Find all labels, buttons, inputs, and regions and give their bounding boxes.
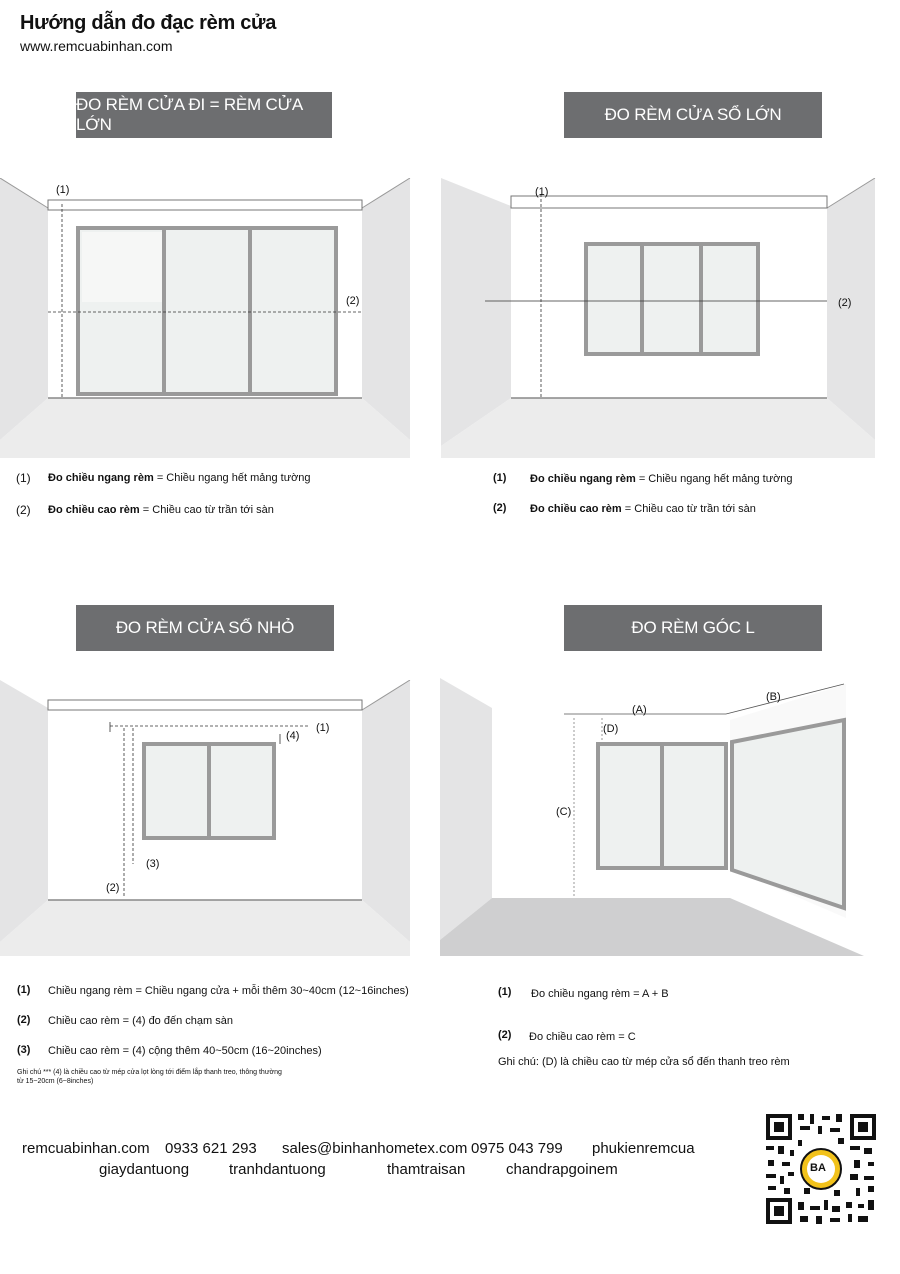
caption-text: Đo chiều ngang rèm = A + B [531,988,669,1000]
caption-bold: Đo chiều cao rèm [48,504,140,516]
footer-link[interactable]: remcuabinhan.com [22,1140,150,1157]
note: Ghi chú: (D) là chiều cao từ mép cửa sổ … [498,1056,790,1068]
footer-link[interactable]: thamtraisan [387,1161,466,1178]
banner-corner-l: ĐO RÈM GÓC L [564,605,822,651]
marker-1: (1) [56,184,70,196]
caption-num: (2) [498,1029,512,1041]
illustration-door-large [0,178,412,458]
illustration-window-large [441,178,877,458]
caption-num: (2) [17,1014,31,1026]
footer-link[interactable]: giaydantuong [99,1161,190,1178]
illustration-window-small [0,680,412,958]
caption-text: = Chiều cao từ trần tới sàn [624,503,756,515]
marker-c: (C) [556,806,572,818]
caption-num: (1) [16,471,31,485]
caption-num: (2) [493,502,507,514]
marker-b: (B) [766,691,781,703]
marker-2: (2) [838,297,852,309]
caption-bold: Đo chiều cao rèm [530,503,622,515]
caption-text: Chiều cao rèm = (4) đo đến chạm sàn [48,1015,233,1027]
website-url[interactable]: www.remcuabinhan.com [20,38,173,54]
footer-link[interactable]: phukienremcua [592,1140,695,1157]
marker-4: (4) [286,730,300,742]
caption-bold: Đo chiều ngang rèm [530,473,636,485]
qr-code-icon: BA [764,1112,878,1226]
footer-email[interactable]: sales@binhanhometex.com [282,1140,468,1157]
marker-3: (3) [146,858,160,870]
caption-num: (1) [493,472,507,484]
caption-text: Đo chiều cao rèm = C [529,1031,636,1043]
footer-phone[interactable]: 0933 621 293 [165,1140,257,1157]
banner-window-large: ĐO RÈM CỬA SỔ LỚN [564,92,822,138]
caption-line: Đo chiều ngang rèm = Chiều ngang hết mản… [530,473,793,485]
marker-2: (2) [106,882,120,894]
marker-d: (D) [603,723,619,735]
footer-phone[interactable]: 0975 043 799 [471,1140,563,1157]
caption-num: (1) [17,984,31,996]
caption-num: (3) [17,1044,31,1056]
caption-text: Chiều ngang rèm = Chiều ngang cửa + mỗi … [48,985,409,997]
caption-text: = Chiều ngang hết mảng tường [156,472,311,484]
banner-door-large: ĐO RÈM CỬA ĐI = RÈM CỬA LỚN [76,92,332,138]
caption-line: Đo chiều cao rèm = Chiều cao từ trần tới… [530,503,756,515]
footer-link[interactable]: tranhdantuong [229,1161,326,1178]
caption-text: Chiều cao rèm = (4) cộng thêm 40~50cm (1… [48,1045,322,1057]
marker-a: (A) [632,704,647,716]
caption-num: (2) [16,503,31,517]
marker-2: (2) [346,295,360,307]
note-line: Ghi chú *** (4) là chiều cao từ mép cửa … [17,1069,282,1076]
caption-num: (1) [498,986,512,998]
caption-line: Đo chiều ngang rèm = Chiều ngang hết mản… [48,472,311,484]
note: Ghi chú *** (4) là chiều cao từ mép cửa … [17,1068,282,1086]
marker-1: (1) [316,722,330,734]
marker-1: (1) [535,186,549,198]
qr-badge-text: BA [810,1162,826,1174]
footer-link[interactable]: chandrapgoinem [506,1161,618,1178]
illustration-corner-l [440,678,866,958]
caption-bold: Đo chiều ngang rèm [48,472,154,484]
note-line: từ 15~20cm (6~8inches) [17,1078,94,1085]
caption-line: Đo chiều cao rèm = Chiều cao từ trần tới… [48,504,274,516]
caption-text: = Chiều ngang hết mảng tường [638,473,793,485]
page-title: Hướng dẫn đo đạc rèm cửa [20,12,277,34]
banner-window-small: ĐO RÈM CỬA SỔ NHỎ [76,605,334,651]
caption-text: = Chiều cao từ trần tới sàn [142,504,274,516]
